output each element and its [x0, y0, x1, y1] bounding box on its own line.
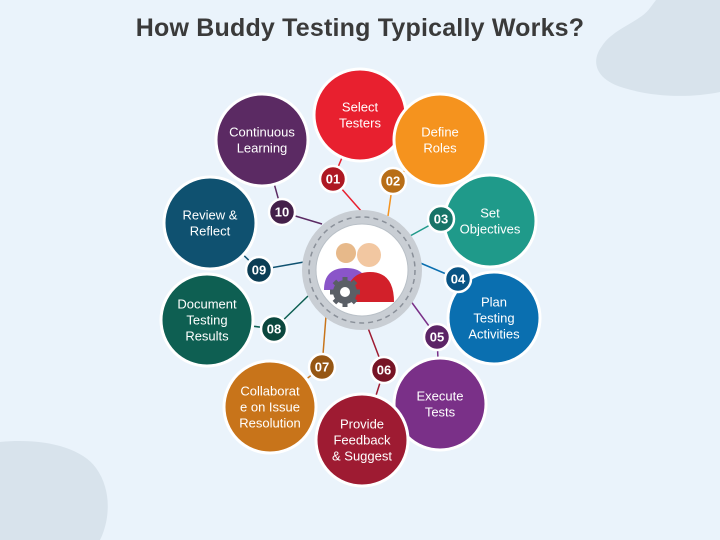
step-label: Set [480, 206, 500, 221]
step-number: 06 [377, 363, 391, 378]
step-badge-06: 06 [369, 355, 399, 385]
step-label: & Suggest [332, 449, 392, 464]
step-badge-10: 10 [267, 197, 297, 227]
step-label: Document [177, 297, 237, 312]
page-title: How Buddy Testing Typically Works? [135, 14, 585, 42]
step-label: Tests [425, 405, 456, 420]
step-label: Execute [417, 389, 464, 404]
badge-circle [244, 255, 274, 285]
step-label: Testing [473, 311, 514, 326]
step-label: Collaborat [240, 384, 300, 399]
step-circle [159, 272, 255, 368]
step-badge-03: 03 [426, 204, 456, 234]
step-label: Provide [340, 417, 384, 432]
step-badge-04: 04 [443, 264, 473, 294]
step-number: 02 [386, 174, 400, 189]
step-badge-07: 07 [307, 352, 337, 382]
badge-circle [318, 164, 348, 194]
step-circle [162, 175, 258, 271]
step-number: 03 [434, 212, 448, 227]
step-label: Reflect [190, 224, 231, 239]
step-label: Activities [468, 327, 520, 342]
step-label: Testing [186, 313, 227, 328]
step-circle [392, 92, 488, 188]
badge-circle [259, 314, 289, 344]
step-label: Resolution [239, 416, 300, 431]
step-circle [214, 92, 310, 188]
step-number: 05 [430, 330, 444, 345]
step-label: e on Issue [240, 400, 300, 415]
step-label: Objectives [460, 222, 521, 237]
step-label: Roles [423, 141, 457, 156]
step-number: 07 [315, 360, 329, 375]
step-label: Continuous [229, 125, 295, 140]
step-label: Testers [339, 116, 381, 131]
badge-circle [369, 355, 399, 385]
central-hub [302, 210, 422, 330]
step-node-09: Review &Reflect [162, 175, 258, 271]
step-number: 04 [451, 272, 466, 287]
step-label: Define [421, 125, 459, 140]
badge-circle [307, 352, 337, 382]
step-number: 01 [326, 172, 340, 187]
step-nodes: SelectTesters01DefineRoles02SetObjective… [159, 67, 542, 488]
step-circle [392, 356, 488, 452]
step-circle [446, 270, 542, 366]
step-number: 09 [252, 263, 266, 278]
background-blob-top-right [596, 0, 720, 96]
team-gear-icon [324, 243, 394, 307]
step-label: Feedback [333, 433, 391, 448]
step-label: Review & [183, 208, 238, 223]
badge-circle [267, 197, 297, 227]
step-label: Plan [481, 295, 507, 310]
step-badge-02: 02 [378, 166, 408, 196]
badge-circle [378, 166, 408, 196]
step-circle [314, 392, 410, 488]
step-badge-09: 09 [244, 255, 274, 285]
badge-circle [443, 264, 473, 294]
step-badge-05: 05 [422, 322, 452, 352]
step-badge-08: 08 [259, 314, 289, 344]
step-badge-01: 01 [318, 164, 348, 194]
step-number: 10 [275, 205, 289, 220]
badge-circle [422, 322, 452, 352]
step-label: Learning [237, 141, 288, 156]
badge-circle [426, 204, 456, 234]
step-number: 08 [267, 322, 281, 337]
step-label: Select [342, 100, 379, 115]
step-circle [222, 359, 318, 455]
background-blob-bottom-left [0, 441, 108, 540]
step-label: Results [185, 329, 229, 344]
